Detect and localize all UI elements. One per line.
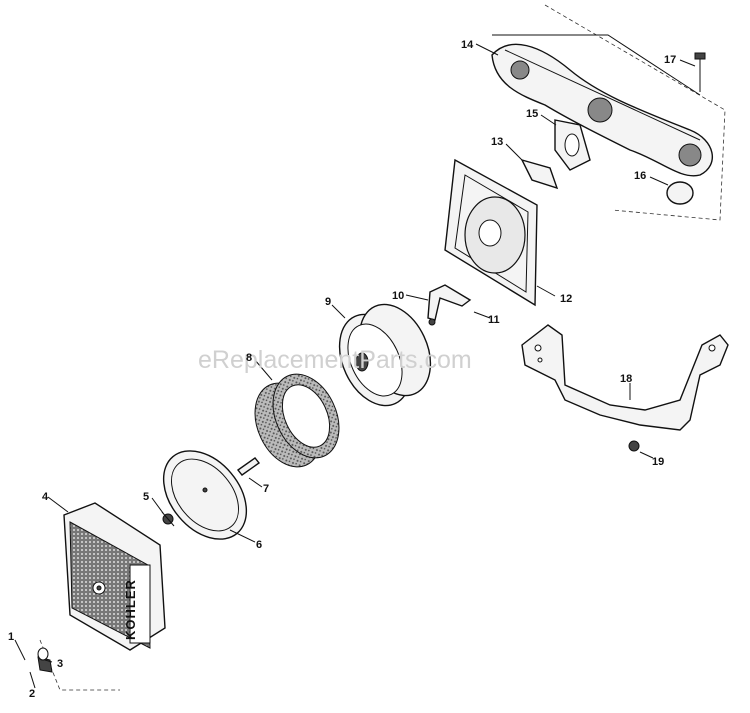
part-intake-manifold	[491, 34, 713, 177]
callout-11: 11	[488, 314, 500, 326]
hardware-boundary	[39, 639, 120, 691]
part-bracket-10-11	[427, 284, 472, 326]
leader-lines	[14, 43, 696, 689]
part-wing-nut-5	[161, 511, 175, 527]
part-bolt-17	[694, 52, 706, 92]
callout-8: 8	[246, 352, 252, 364]
part-element-cover	[338, 303, 432, 407]
callout-14: 14	[461, 39, 474, 51]
callout-5: 5	[143, 491, 149, 503]
assembly-boundary	[544, 4, 726, 221]
part-plug-16	[666, 181, 694, 205]
brand-label: KOHLER	[123, 579, 138, 640]
callout-9: 9	[325, 296, 331, 308]
part-bolt-19	[628, 440, 640, 452]
callout-2: 2	[29, 688, 35, 700]
callout-10: 10	[392, 290, 404, 302]
callout-16: 16	[634, 170, 646, 182]
part-mounting-bracket	[521, 324, 729, 431]
watermark: eReplacementParts.com	[198, 346, 472, 374]
part-air-cleaner-cover	[63, 502, 166, 651]
callout-13: 13	[491, 136, 503, 148]
part-foam-precleaner	[254, 373, 340, 468]
part-gasket-13	[520, 158, 559, 190]
callout-17: 17	[664, 54, 676, 66]
callout-19: 19	[652, 456, 664, 468]
callout-15: 15	[526, 108, 538, 120]
callout-6: 6	[256, 539, 262, 551]
callout-3: 3	[57, 658, 63, 670]
part-air-cleaner-base	[444, 158, 538, 307]
callout-4: 4	[42, 491, 49, 503]
part-hardware-1-2-3	[37, 647, 53, 673]
callout-18: 18	[620, 373, 632, 385]
callout-12: 12	[560, 293, 572, 305]
callout-1: 1	[8, 631, 14, 643]
part-pin-7	[236, 457, 261, 476]
callout-7: 7	[263, 483, 269, 495]
